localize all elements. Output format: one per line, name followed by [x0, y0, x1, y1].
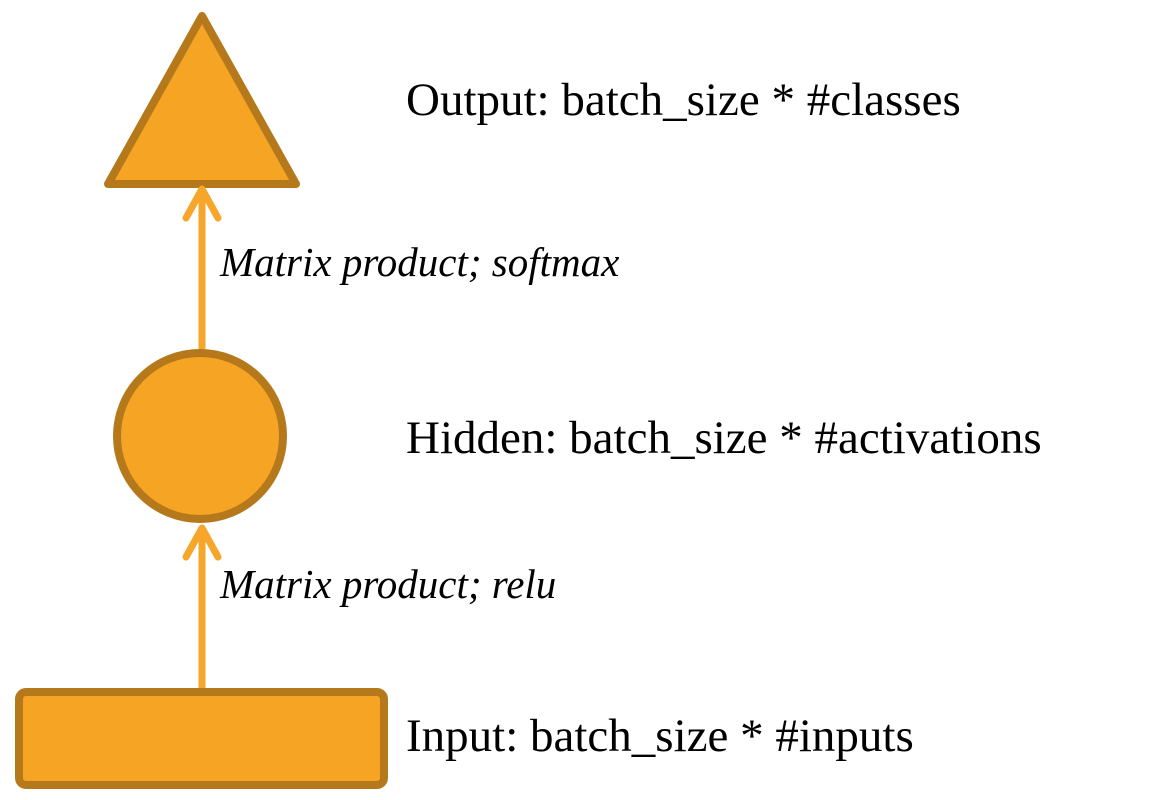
input-node-label: Input: batch_size * #inputs [406, 710, 914, 762]
hidden-circle-shape [113, 349, 287, 523]
input-rectangle-shape [15, 688, 388, 789]
output-node-label: Output: batch_size * #classes [406, 74, 961, 126]
edge-label-softmax: Matrix product; softmax [220, 239, 620, 285]
arrow-up-icon [182, 185, 222, 222]
edge-label-relu: Matrix product; relu [220, 561, 557, 607]
arrow-hidden-to-output [182, 185, 222, 352]
output-triangle-shape [104, 12, 300, 188]
arrow-input-to-hidden [182, 524, 222, 692]
arrow-up-icon [182, 524, 222, 561]
hidden-node-label: Hidden: batch_size * #activations [406, 412, 1042, 464]
